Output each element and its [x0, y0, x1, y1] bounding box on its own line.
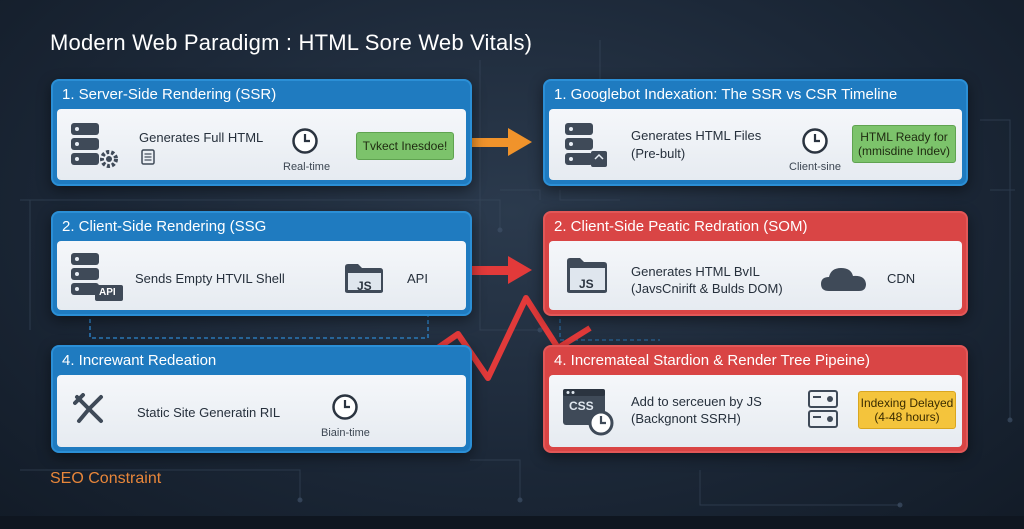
folder-icon	[345, 264, 383, 293]
pipeline-description-line2: (Backgnont SSRH)	[631, 411, 741, 426]
googlebot-badge-line1: HTML Ready for	[860, 130, 948, 144]
ssr-description: Generates Full HTML	[139, 130, 264, 145]
incremental-description: Static Site Generatin RIL	[137, 405, 281, 420]
googlebot-time-label: Client-sine	[789, 161, 841, 173]
csr-api-label: API	[407, 271, 428, 286]
server-api-icon	[71, 253, 123, 301]
csr-api-badge: API	[99, 287, 116, 298]
folder-icon	[567, 258, 607, 293]
pipeline-css-label: CSS	[569, 399, 594, 413]
hydration-js-label: JS	[579, 277, 594, 291]
clock-icon	[802, 128, 828, 154]
seo-constraint-label: SEO Constraint	[50, 470, 162, 487]
panel-ssr: 1. Server-Side Rendering (SSR) Generates…	[51, 79, 472, 186]
pipeline-description-line1: Add to serceuen by JS	[631, 394, 762, 409]
page-title: Modern Web Paradigm : HTML Sore Web Vita…	[50, 30, 533, 55]
panel-csr-hydration-header: 2. Client-Side Peatic Redration (SOM)	[554, 218, 808, 235]
bottom-bar	[0, 516, 1024, 529]
clock-icon	[292, 128, 318, 154]
hydration-cdn-label: CDN	[887, 271, 916, 286]
csr-js-label: JS	[357, 279, 372, 293]
csr-description: Sends Empty HTVIL Shell	[135, 271, 285, 286]
document-icon	[141, 149, 155, 165]
server-icon	[565, 123, 607, 167]
googlebot-badge-line2: (mmisdine Indev)	[857, 144, 951, 158]
googlebot-description-line2: (Pre-bult)	[631, 146, 686, 161]
pipeline-badge-line1: Indexing Delayed	[860, 396, 954, 410]
pipeline-delay-badge: Indexing Delayed (4-48 hours)	[858, 391, 956, 429]
hydration-description-line2: (JavsCnirift & Bulds DOM)	[631, 281, 783, 296]
panel-render-pipeline-body: CSS Add to serceuen by JS (Backgnont SSR…	[549, 375, 962, 447]
id-card-icon	[808, 390, 838, 428]
googlebot-status-badge: HTML Ready for (mmisdine Indev)	[852, 125, 956, 163]
server-gear-icon	[71, 123, 118, 168]
panel-csr-body: API Sends Empty HTVIL Shell JS API	[57, 241, 466, 310]
panel-googlebot: 1. Googlebot Indexation: The SSR vs CSR …	[543, 79, 968, 186]
panel-csr-hydration: 2. Client-Side Peatic Redration (SOM) JS…	[543, 211, 968, 316]
cloud-icon	[821, 268, 866, 291]
ssr-status-badge: Tvkect Inesdoe!	[356, 132, 454, 160]
panel-render-pipeline: 4. Incremateal Stardion & Render Tree Pi…	[543, 345, 968, 453]
browser-css-icon	[563, 389, 614, 436]
panel-csr: 2. Client-Side Rendering (SSG API Sends …	[51, 211, 472, 316]
panel-ssr-header: 1. Server-Side Rendering (SSR)	[62, 86, 277, 103]
panel-ssr-body: Generates Full HTML Real-time Tvkect Ine…	[57, 109, 466, 180]
googlebot-description-line1: Generates HTML Files	[631, 128, 762, 143]
panel-csr-hydration-body: JS Generates HTML BvIL (JavsCnirift & Bu…	[549, 241, 962, 310]
panel-googlebot-header: 1. Googlebot Indexation: The SSR vs CSR …	[554, 86, 898, 103]
dashed-connector-right	[559, 312, 660, 341]
hydration-description-line1: Generates HTML BvIL	[631, 264, 760, 279]
panel-incremental: 4. Increwant Redeation Static Site Gener…	[51, 345, 472, 453]
clock-icon	[332, 394, 358, 420]
panel-incremental-body: Static Site Generatin RIL Biain-time	[57, 375, 466, 447]
pipeline-badge-line2: (4-48 hours)	[874, 410, 940, 424]
panel-render-pipeline-header: 4. Incremateal Stardion & Render Tree Pi…	[554, 352, 871, 369]
panel-csr-header: 2. Client-Side Rendering (SSG	[62, 218, 267, 235]
panel-incremental-header: 4. Increwant Redeation	[62, 352, 217, 369]
ssr-time-label: Real-time	[283, 161, 331, 173]
incremental-time-label: Biain-time	[321, 427, 370, 439]
tools-icon	[73, 393, 103, 423]
panel-googlebot-body: Generates HTML Files (Pre-bult) Client-s…	[549, 109, 962, 180]
